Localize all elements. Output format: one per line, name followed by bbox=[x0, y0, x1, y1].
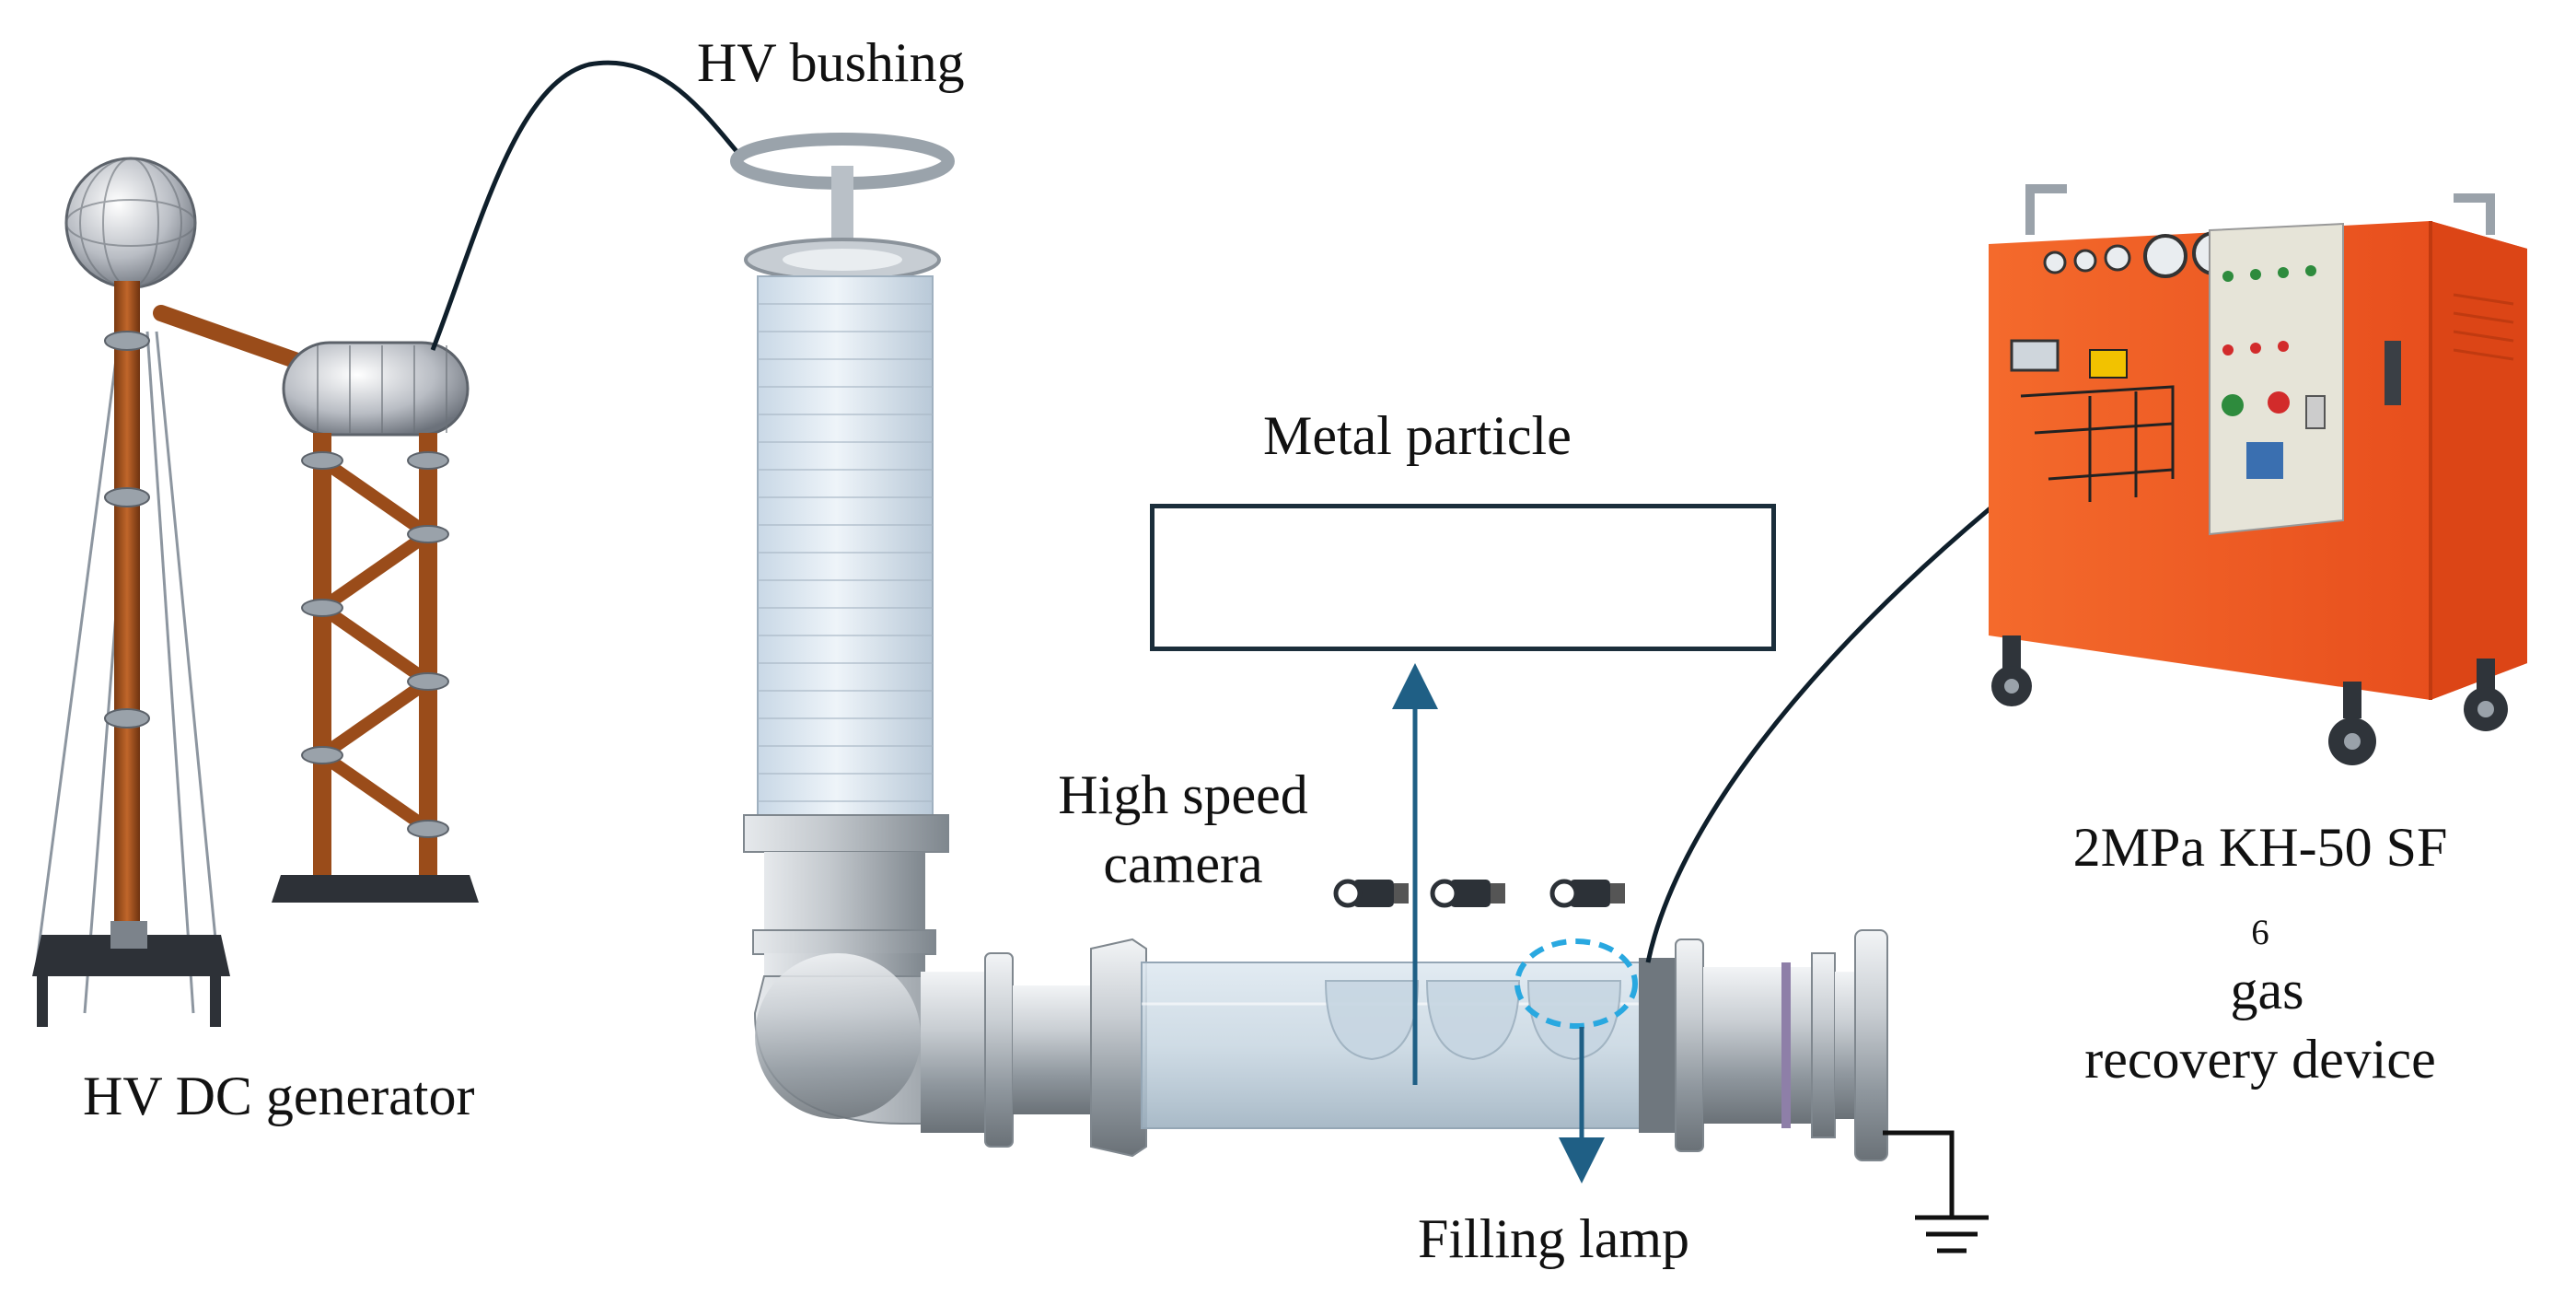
hv-cable bbox=[430, 60, 743, 351]
gis-chamber bbox=[921, 879, 1888, 1161]
wheels bbox=[1991, 635, 2508, 765]
metal-particle-label: Metal particle bbox=[1263, 405, 1572, 466]
ground-symbol bbox=[1883, 1130, 1989, 1253]
hv-bushing bbox=[730, 133, 995, 1125]
metal-particle-box bbox=[1150, 504, 1776, 651]
sf6-recovery-device bbox=[1989, 184, 2527, 765]
hv-dc-generator bbox=[32, 157, 479, 1027]
high-speed-camera-label: High speed camera bbox=[1058, 764, 1308, 894]
inner-electrodes bbox=[1324, 980, 1622, 1061]
generator-base bbox=[32, 921, 230, 1027]
toroid-electrode bbox=[282, 341, 470, 437]
divider-tower bbox=[272, 433, 479, 903]
generator-column bbox=[114, 281, 140, 944]
hv-bushing-label: HV bushing bbox=[697, 32, 965, 93]
switch-panel bbox=[2209, 222, 2344, 536]
camera-icon bbox=[1333, 879, 1625, 908]
gas-cable bbox=[1645, 500, 2000, 963]
observation-region-ring bbox=[1514, 938, 1638, 1029]
filling-lamp-label: Filling lamp bbox=[1418, 1208, 1690, 1269]
spherical-electrode bbox=[64, 157, 197, 289]
hv-dc-generator-label: HV DC generator bbox=[83, 1066, 475, 1126]
